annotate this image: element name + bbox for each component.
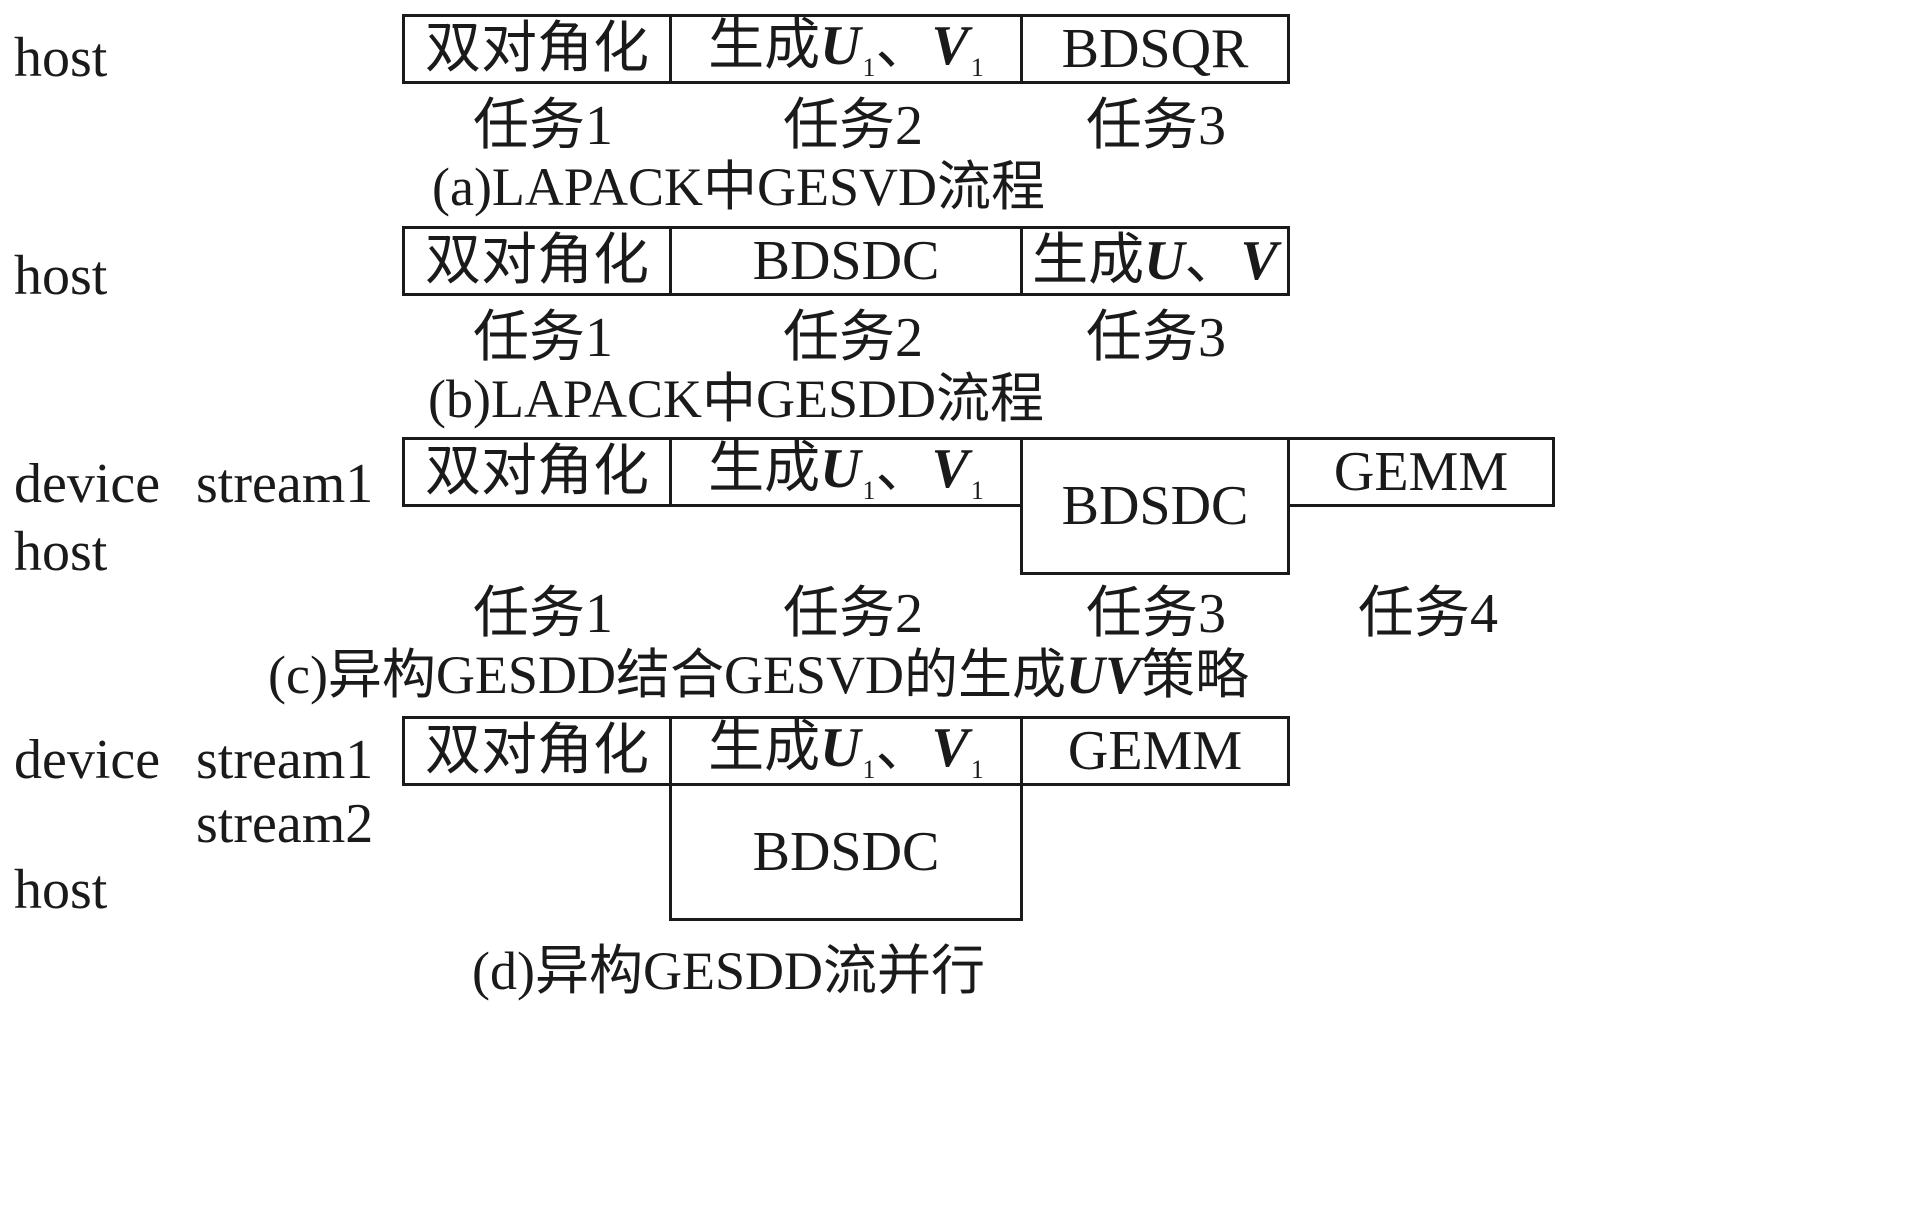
task-label-2: 任务2 xyxy=(783,95,923,157)
block-gemm: GEMM xyxy=(1020,716,1290,786)
row-label-host: host xyxy=(14,27,108,89)
task-label-4: 任务4 xyxy=(1358,583,1498,645)
task-label-3: 任务3 xyxy=(1086,307,1226,369)
block-bidiagonalization: 双对角化 xyxy=(402,14,672,84)
block-bdsdc: BDSDC xyxy=(669,226,1023,296)
block-generate-u1-v1: 生成U1、V1 xyxy=(669,14,1023,84)
task-label-1: 任务1 xyxy=(473,583,613,645)
row-label-host: host xyxy=(14,521,108,583)
row-label-stream2: stream2 xyxy=(196,793,374,855)
task-label-1: 任务1 xyxy=(473,95,613,157)
row-label-stream1: stream1 xyxy=(196,453,374,515)
block-generate-u1-v1: 生成U1、V1 xyxy=(669,716,1023,786)
block-bdsqr: BDSQR xyxy=(1020,14,1290,84)
block-generate-u-v: 生成U、V xyxy=(1020,226,1290,296)
block-bidiagonalization: 双对角化 xyxy=(402,716,672,786)
block-bdsdc: BDSDC xyxy=(669,783,1023,921)
caption-a: (a)LAPACK中GESVD流程 xyxy=(432,157,1046,217)
block-generate-u1-v1: 生成U1、V1 xyxy=(669,437,1023,507)
row-label-stream1: stream1 xyxy=(196,729,374,791)
task-label-1: 任务1 xyxy=(473,307,613,369)
caption-b: (b)LAPACK中GESDD流程 xyxy=(428,369,1045,429)
task-label-3: 任务3 xyxy=(1086,95,1226,157)
row-label-host: host xyxy=(14,859,108,921)
caption-d: (d)异构GESDD流并行 xyxy=(472,941,985,1001)
task-label-2: 任务2 xyxy=(783,583,923,645)
task-label-3: 任务3 xyxy=(1086,583,1226,645)
block-bidiagonalization: 双对角化 xyxy=(402,226,672,296)
row-label-device: device xyxy=(14,729,161,791)
row-label-device: device xyxy=(14,453,161,515)
row-label-host: host xyxy=(14,245,108,307)
block-gemm: GEMM xyxy=(1287,437,1555,507)
task-label-2: 任务2 xyxy=(783,307,923,369)
caption-c: (c)异构GESDD结合GESVD的生成UV策略 xyxy=(268,645,1249,705)
block-bdsdc: BDSDC xyxy=(1020,437,1290,575)
block-bidiagonalization: 双对角化 xyxy=(402,437,672,507)
